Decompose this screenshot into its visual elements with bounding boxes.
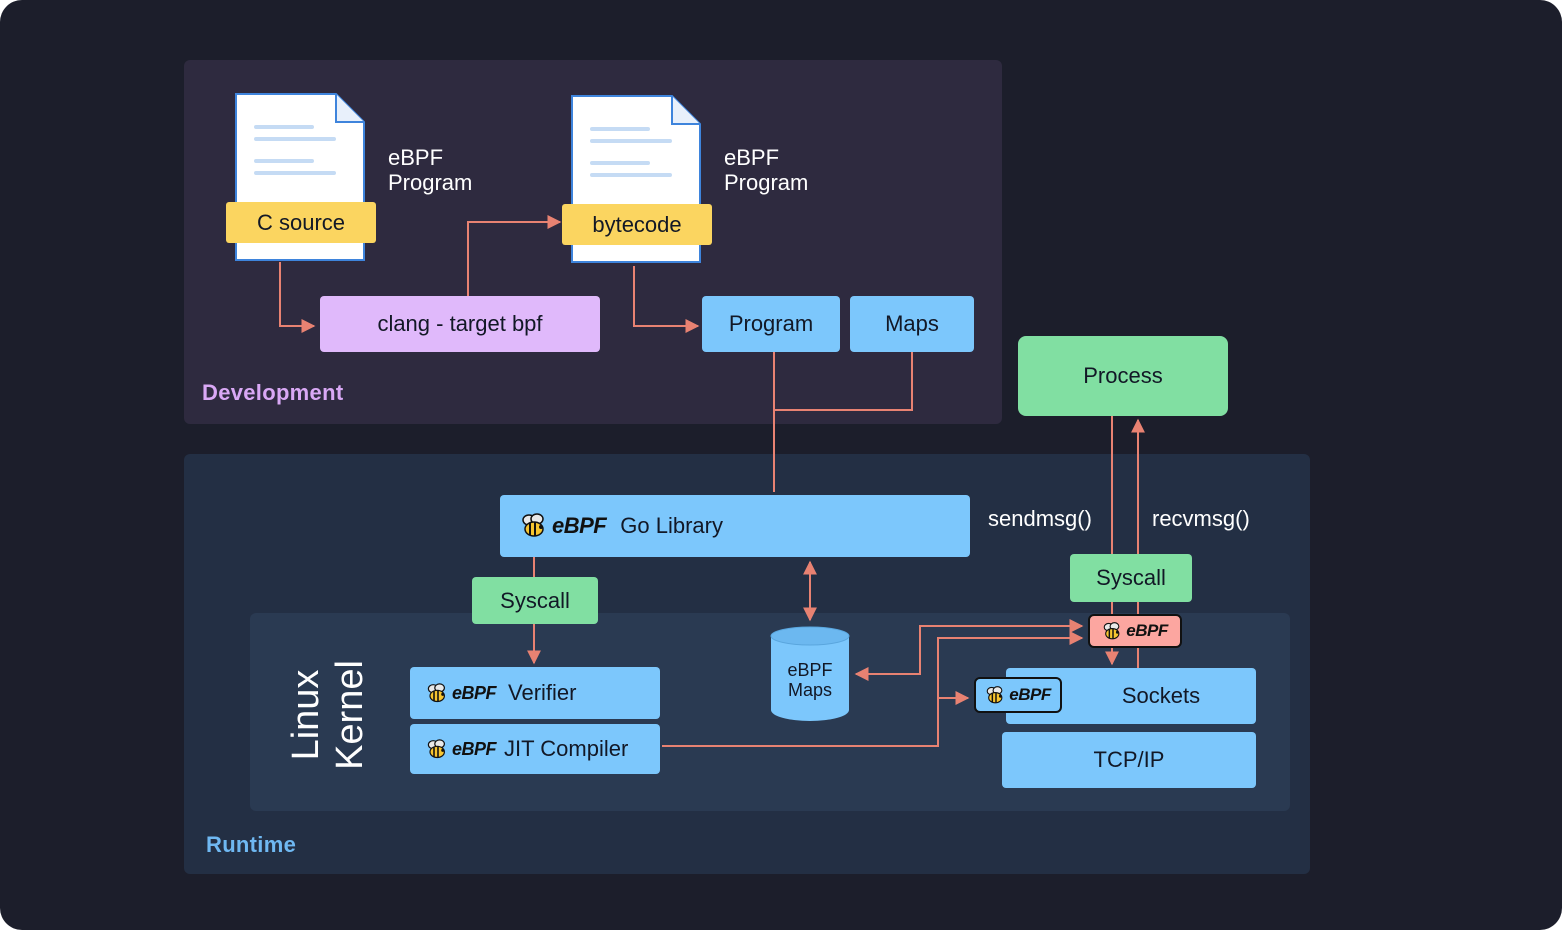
socket-ebpf-hook-badge: eBPF (974, 677, 1062, 713)
ebpf-logo-text: eBPF (1009, 685, 1051, 704)
maps-box: Maps (850, 296, 974, 352)
line-jit-to-hooks (662, 691, 970, 747)
c-source-caption: eBPF Program (388, 145, 472, 195)
syscall-ebpf-hook-badge: eBPF (1088, 614, 1182, 648)
jit-compiler-box: eBPF JIT Compiler (410, 724, 660, 774)
process-box: Process (1018, 336, 1228, 416)
arrow-clang-to-bytecode (467, 215, 562, 296)
ebpf-logo-go: eBPF (520, 513, 607, 539)
bee-icon (427, 682, 445, 702)
bee-icon (1103, 621, 1120, 639)
bee-icon (427, 738, 445, 758)
ebpf-maps-database-icon (770, 626, 850, 721)
ebpf-logo-socket: eBPF (985, 685, 1051, 705)
bee-icon (522, 513, 544, 537)
bytecode-caption-line1: eBPF (724, 145, 780, 170)
runtime-label: Runtime (206, 832, 297, 857)
go-library-box: eBPF Go Library (500, 495, 970, 557)
bytecode-badge: bytecode (562, 204, 712, 245)
ebpf-logo-text: eBPF (452, 738, 497, 759)
go-library-label: Go Library (620, 513, 723, 538)
ebpf-logo-syscall-hook: eBPF (1102, 621, 1168, 641)
arrow-bytecode-to-program (633, 266, 700, 333)
clang-box: clang - target bpf (320, 296, 600, 352)
jit-compiler-label: JIT Compiler (504, 736, 629, 761)
bytecode-caption-line2: Program (724, 170, 809, 195)
sendmsg-label: sendmsg() (988, 506, 1092, 531)
ebpf-maps-label: eBPF Maps (770, 660, 850, 700)
recvmsg-label: recvmsg() (1152, 506, 1250, 531)
ebpf-logo-jit: eBPF (426, 738, 497, 760)
bytecode-caption: eBPF Program (724, 145, 808, 195)
ebpf-logo-text: eBPF (1126, 621, 1168, 640)
ebpf-logo-text: eBPF (452, 682, 497, 703)
ebpf-maps-label-line1: eBPF (787, 660, 833, 680)
bee-icon (986, 685, 1003, 703)
syscall-left-box: Syscall (472, 577, 598, 624)
line-maps-join (774, 352, 913, 411)
verifier-label: Verifier (508, 680, 577, 705)
arrow-maps-to-hook (854, 619, 1084, 681)
c-source-caption-line2: Program (388, 170, 473, 195)
c-source-badge: C source (226, 202, 376, 243)
development-label: Development (202, 380, 344, 405)
ebpf-logo-text: eBPF (552, 513, 607, 538)
ebpf-logo-verifier: eBPF (426, 682, 497, 704)
arrow-jit-to-top-hook (937, 631, 1084, 700)
tcpip-box: TCP/IP (1002, 732, 1256, 788)
ebpf-maps-label-line2: Maps (787, 680, 832, 700)
arrow-source-to-clang (279, 262, 316, 333)
program-box: Program (702, 296, 840, 352)
c-source-caption-line1: eBPF (388, 145, 444, 170)
syscall-right-box: Syscall (1070, 554, 1192, 602)
verifier-box: eBPF Verifier (410, 667, 660, 719)
